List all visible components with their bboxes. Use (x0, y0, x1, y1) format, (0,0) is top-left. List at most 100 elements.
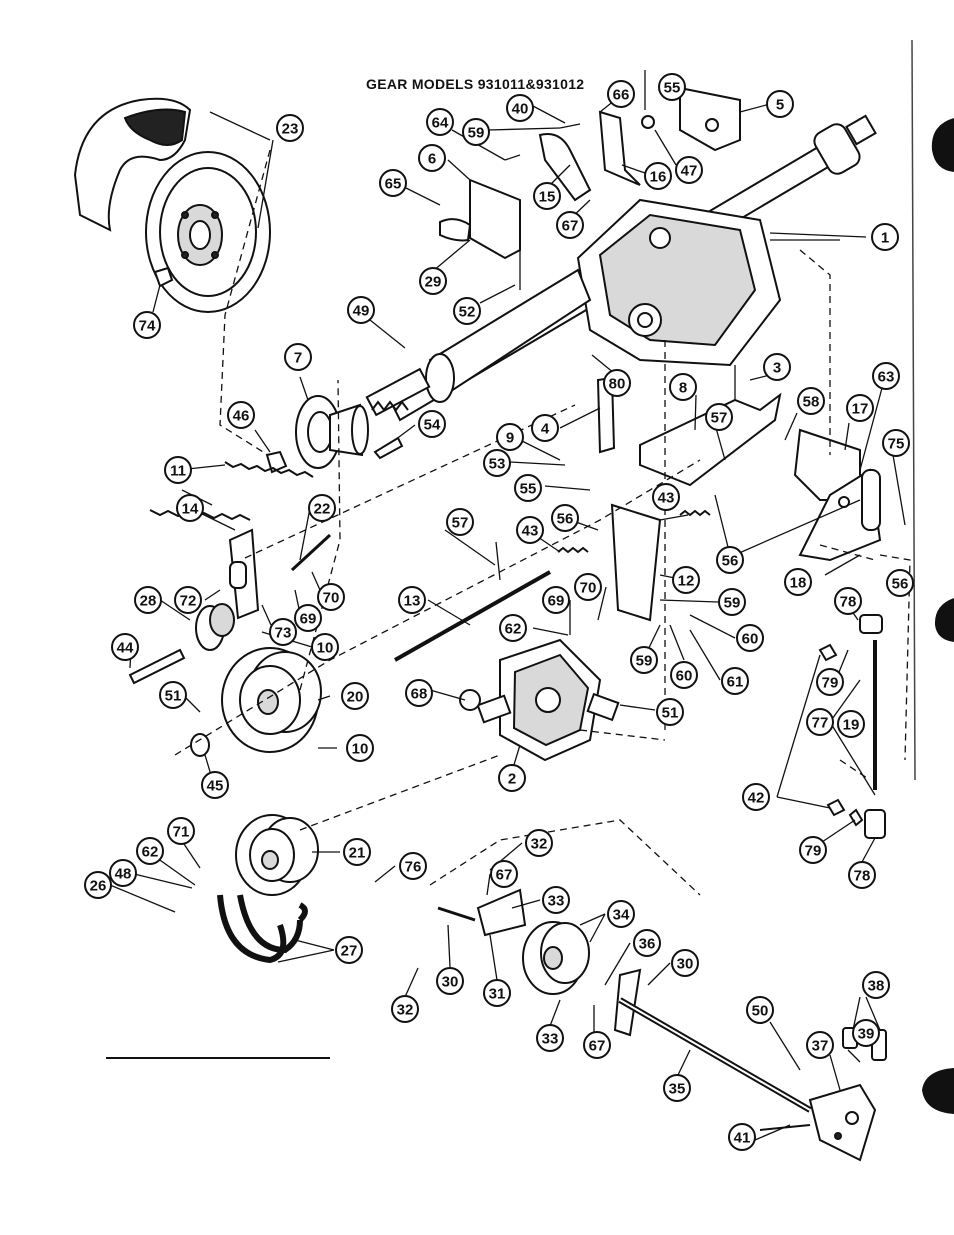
callout-52: 52 (453, 297, 481, 325)
callout-label: 65 (385, 176, 402, 193)
callout-17: 17 (846, 394, 874, 422)
callout-label: 67 (496, 867, 513, 884)
callout-49: 49 (347, 296, 375, 324)
callout-label: 14 (182, 501, 199, 518)
alignment-dashed-lines (174, 149, 911, 896)
callout-6: 6 (418, 144, 446, 172)
page-edge-marks (911, 39, 954, 1114)
callout-66: 66 (607, 80, 635, 108)
callout-22: 22 (308, 494, 336, 522)
callout-label: 48 (115, 866, 132, 883)
callout-label: 15 (539, 189, 556, 206)
callout-label: 51 (165, 688, 182, 705)
callout-62: 62 (136, 837, 164, 865)
callout-41: 41 (728, 1123, 756, 1151)
callout-59: 59 (718, 588, 746, 616)
callout-label: 33 (542, 1031, 559, 1048)
callout-80: 80 (603, 369, 631, 397)
callout-label: 58 (803, 394, 820, 411)
arm-assembly (128, 528, 332, 685)
callout-label: 8 (679, 380, 687, 397)
callout-70: 70 (574, 573, 602, 601)
callout-13: 13 (398, 586, 426, 614)
callout-32: 32 (525, 829, 553, 857)
callout-label: 36 (639, 936, 656, 953)
callout-label: 63 (878, 369, 895, 386)
callout-27: 27 (335, 936, 363, 964)
callout-64: 64 (426, 108, 454, 136)
callout-30: 30 (436, 967, 464, 995)
callout-43: 43 (652, 483, 680, 511)
callout-21: 21 (343, 838, 371, 866)
callout-23: 23 (276, 114, 304, 142)
callout-label: 56 (892, 576, 909, 593)
callout-39: 39 (852, 1019, 880, 1047)
callout-label: 28 (140, 593, 157, 610)
callout-11: 11 (164, 456, 192, 484)
callout-2: 2 (498, 764, 526, 792)
callout-label: 49 (353, 303, 370, 320)
callout-label: 17 (852, 401, 869, 418)
callout-35: 35 (663, 1074, 691, 1102)
callout-label: 6 (428, 151, 436, 168)
callout-label: 68 (411, 686, 428, 703)
callout-37: 37 (806, 1031, 834, 1059)
callout-43: 43 (516, 516, 544, 544)
callout-label: 44 (117, 640, 134, 657)
upper-brackets (439, 70, 741, 290)
callout-label: 69 (300, 611, 317, 628)
callout-label: 30 (677, 956, 694, 973)
callout-label: 80 (609, 376, 626, 393)
callout-label: 5 (776, 97, 784, 114)
callout-73: 73 (269, 618, 297, 646)
callout-69: 69 (294, 604, 322, 632)
callout-label: 27 (341, 943, 358, 960)
callout-label: 67 (562, 218, 579, 235)
callout-65: 65 (379, 169, 407, 197)
callout-label: 45 (207, 778, 224, 795)
callout-77: 77 (806, 708, 834, 736)
callout-48: 48 (109, 859, 137, 887)
callout-55: 55 (658, 73, 686, 101)
callout-67: 67 (490, 860, 518, 888)
clutch-assembly (437, 888, 887, 1162)
callout-label: 35 (669, 1081, 686, 1098)
callout-label: 60 (742, 631, 759, 648)
callout-label: 74 (139, 318, 156, 335)
callout-label: 18 (790, 575, 807, 592)
callout-28: 28 (134, 586, 162, 614)
callout-10: 10 (311, 633, 339, 661)
callout-8: 8 (669, 373, 697, 401)
callout-10: 10 (346, 734, 374, 762)
callout-label: 26 (90, 878, 107, 895)
callout-layer: 1234567891010111213141516171819202122232… (84, 73, 914, 1151)
callout-label: 41 (734, 1130, 751, 1147)
callout-71: 71 (167, 817, 195, 845)
callout-19: 19 (837, 710, 865, 738)
callout-79: 79 (799, 836, 827, 864)
callout-label: 77 (812, 715, 829, 732)
callout-label: 70 (323, 590, 340, 607)
gearbox-2 (459, 638, 620, 762)
callout-46: 46 (227, 401, 255, 429)
callout-78: 78 (834, 587, 862, 615)
callout-label: 70 (580, 580, 597, 597)
callout-57: 57 (446, 508, 474, 536)
callout-label: 62 (505, 621, 522, 638)
callout-label: 4 (541, 421, 550, 438)
callout-label: 39 (858, 1026, 875, 1043)
callout-63: 63 (872, 362, 900, 390)
title: GEAR MODELS 931011&931012 (366, 76, 585, 92)
callout-label: 38 (868, 978, 885, 995)
callout-61: 61 (721, 667, 749, 695)
rods (394, 541, 877, 790)
callout-label: 21 (349, 845, 366, 862)
callout-label: 13 (404, 593, 421, 610)
callout-40: 40 (506, 94, 534, 122)
callout-label: 79 (822, 675, 839, 692)
callout-label: 23 (282, 121, 299, 138)
callout-32: 32 (391, 995, 419, 1023)
callout-label: 31 (489, 986, 506, 1003)
callout-label: 56 (722, 553, 739, 570)
